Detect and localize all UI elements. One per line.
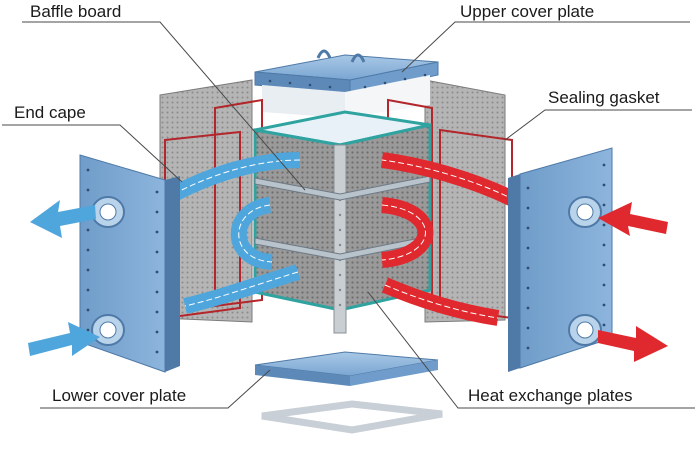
upper-cover-plate-label: Upper cover plate bbox=[460, 2, 595, 21]
back-right-mesh-panel bbox=[424, 79, 506, 323]
left-lower-nozzle bbox=[91, 314, 125, 346]
baffle-board-upper bbox=[254, 175, 431, 201]
cold-flow-streams bbox=[166, 152, 301, 314]
cold-inlet-arrow bbox=[28, 322, 100, 356]
lower-cover-plate-label: Lower cover plate bbox=[52, 386, 187, 405]
left-upper-nozzle bbox=[91, 196, 125, 228]
heat-exchange-plates-label: Heat exchange plates bbox=[468, 386, 633, 405]
right-upper-nozzle bbox=[568, 196, 602, 228]
lower-gasket-frame bbox=[261, 400, 443, 434]
baffle-board-label: Baffle board bbox=[30, 2, 122, 21]
cold-outlet-arrow bbox=[30, 200, 96, 238]
leader-lines bbox=[2, 21, 695, 409]
end-cape-label: End cape bbox=[14, 103, 86, 122]
hot-outlet-arrow bbox=[598, 326, 668, 362]
right-lower-nozzle bbox=[568, 314, 602, 346]
sealing-gasket-label: Sealing gasket bbox=[548, 88, 660, 107]
hot-inlet-arrow bbox=[598, 202, 668, 236]
lower-cover-plate bbox=[254, 351, 439, 386]
hot-flow-streams bbox=[380, 152, 519, 326]
upper-cover-plate bbox=[254, 49, 439, 118]
